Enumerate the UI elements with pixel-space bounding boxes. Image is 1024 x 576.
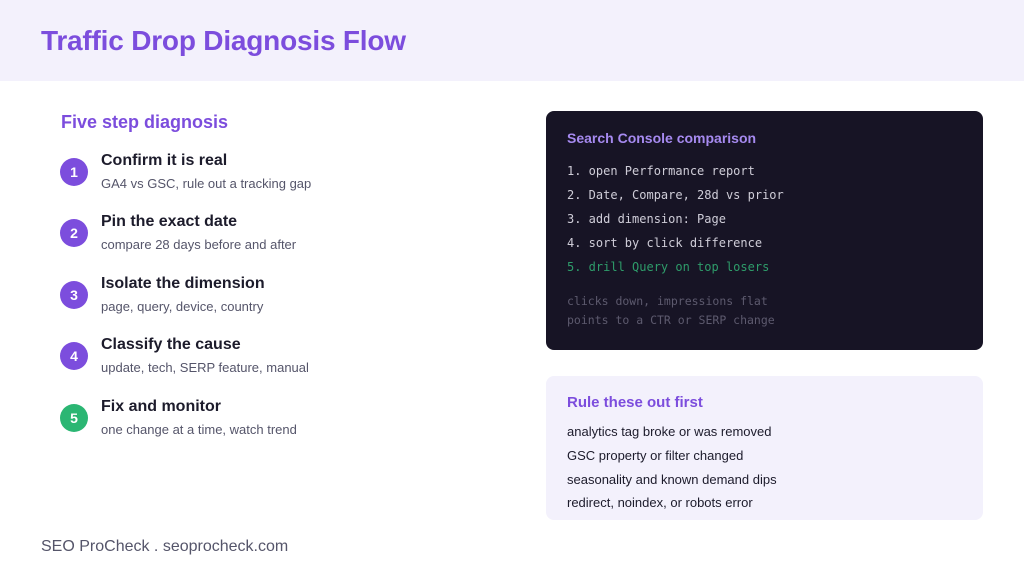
console-note: points to a CTR or SERP change: [567, 313, 775, 327]
console-line-highlight: 5. drill Query on top losers: [567, 260, 770, 274]
page-title: Traffic Drop Diagnosis Flow: [41, 25, 406, 56]
console-line: 1. open Performance report: [567, 164, 755, 178]
search-console-panel: Search Console comparison 1. open Perfor…: [546, 111, 983, 350]
step-number-badge: 4: [60, 342, 88, 370]
console-note: clicks down, impressions flat: [567, 294, 768, 308]
step-description: GA4 vs GSC, rule out a tracking gap: [101, 176, 312, 191]
step-number-badge: 3: [60, 281, 88, 309]
step-item: 2 Pin the exact date compare 28 days bef…: [60, 213, 480, 264]
rule-item: seasonality and known demand dips: [567, 472, 777, 487]
step-number-badge: 2: [60, 219, 88, 247]
step-number-badge-complete: 5: [60, 404, 88, 432]
step-title: Pin the exact date: [101, 213, 238, 230]
console-title: Search Console comparison: [567, 130, 757, 146]
steps-heading: Five step diagnosis: [61, 112, 229, 132]
header-bar: Traffic Drop Diagnosis Flow: [0, 0, 1024, 81]
step-title: Fix and monitor: [101, 398, 221, 415]
step-number-badge: 1: [60, 158, 88, 186]
step-description: one change at a time, watch trend: [101, 422, 297, 437]
step-item: 3 Isolate the dimension page, query, dev…: [60, 275, 480, 326]
step-item: 1 Confirm it is real GA4 vs GSC, rule ou…: [60, 152, 480, 203]
step-description: compare 28 days before and after: [101, 237, 297, 252]
step-title: Confirm it is real: [101, 152, 228, 169]
rules-title: Rule these out first: [567, 394, 703, 411]
step-title: Classify the cause: [101, 336, 241, 353]
step-title: Isolate the dimension: [101, 275, 265, 292]
console-line: 4. sort by click difference: [567, 236, 763, 250]
step-description: page, query, device, country: [101, 299, 264, 314]
rule-item: GSC property or filter changed: [567, 448, 744, 463]
step-item: 5 Fix and monitor one change at a time, …: [60, 398, 480, 449]
console-line: 3. add dimension: Page: [567, 212, 726, 226]
footer-brand: SEO ProCheck . seoprocheck.com: [41, 538, 289, 555]
rule-out-panel: Rule these out first analytics tag broke…: [546, 376, 983, 520]
step-description: update, tech, SERP feature, manual: [101, 360, 309, 375]
step-item: 4 Classify the cause update, tech, SERP …: [60, 336, 480, 387]
console-line: 2. Date, Compare, 28d vs prior: [567, 188, 784, 202]
rule-item: analytics tag broke or was removed: [567, 424, 772, 439]
rule-item: redirect, noindex, or robots error: [567, 495, 753, 510]
